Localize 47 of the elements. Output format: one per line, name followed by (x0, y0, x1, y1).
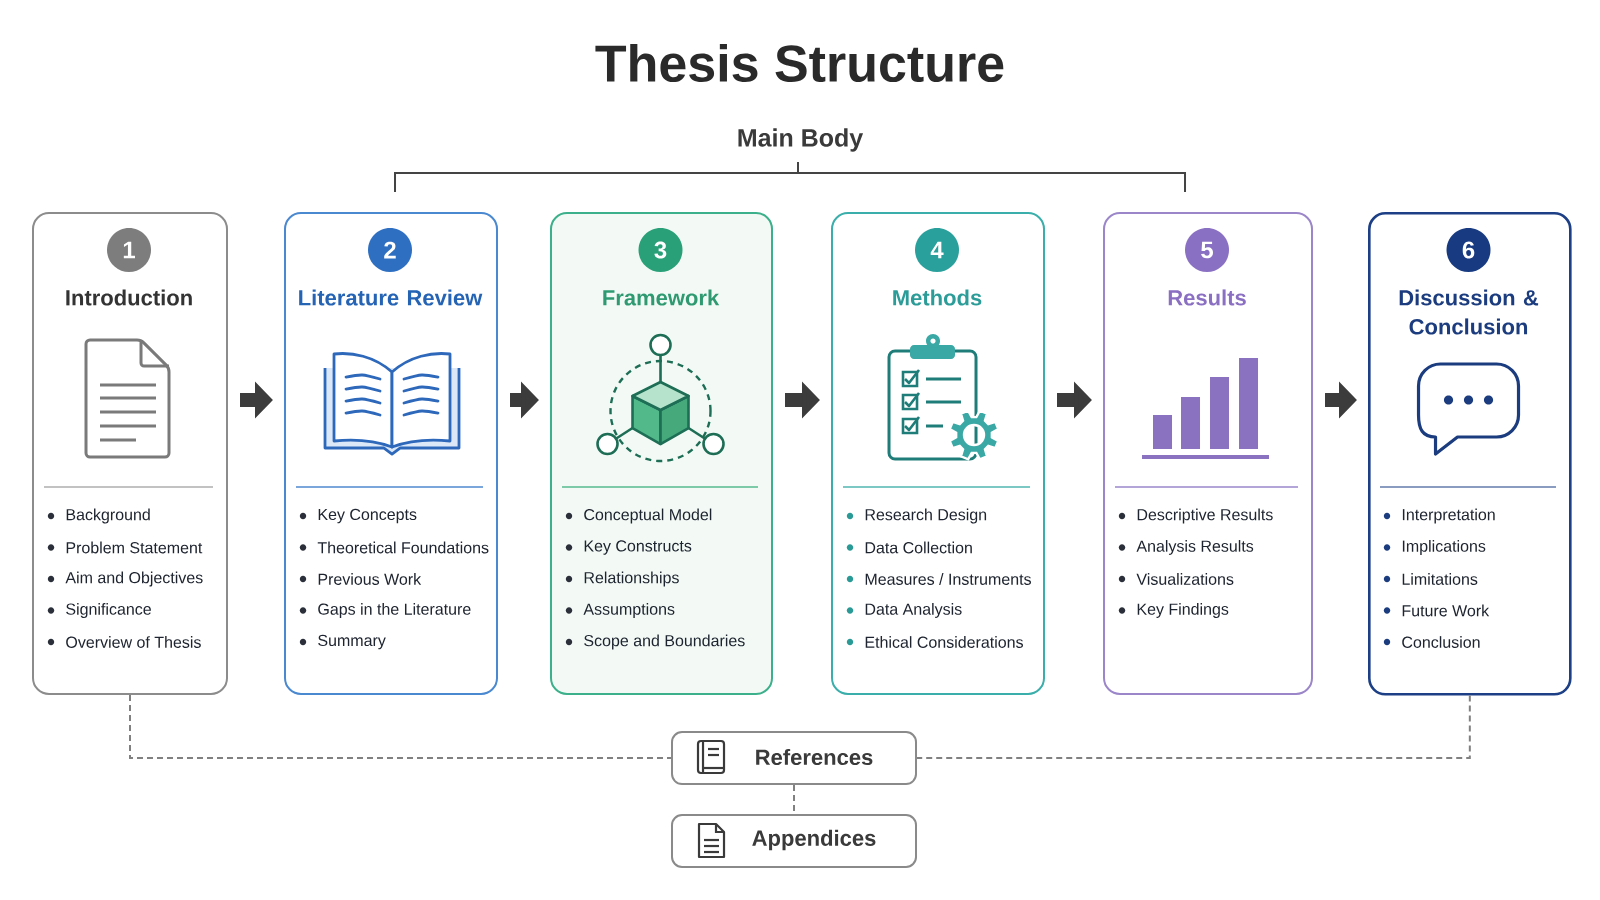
number-badge: 3 (638, 228, 683, 272)
title: Thesis Structure (595, 43, 1004, 83)
card-heading: Discussion & Conclusion (1399, 289, 1539, 335)
list-item: Problem Statement (66, 541, 203, 554)
section-box: References (671, 731, 917, 785)
list-item: Overview of Thesis (66, 636, 201, 648)
card-heading: Framework (603, 289, 720, 306)
dashed-line (129, 694, 672, 759)
list-item: Background (66, 508, 150, 524)
list-item: Significance (66, 603, 151, 618)
list-item: Data Analysis (865, 603, 962, 618)
list-item: Analysis Results (1136, 540, 1254, 555)
card-heading: Literature Review (299, 289, 483, 306)
card-heading: Methods (893, 289, 982, 306)
list-item: Aim and Objectives (65, 571, 203, 587)
list-item: Research Design (865, 508, 987, 524)
list-item: Future Work (1402, 604, 1490, 617)
number-badge: 4 (915, 228, 959, 272)
list-item: Key Findings (1137, 603, 1229, 618)
number-badge: 2 (368, 228, 412, 272)
list-item: Assumptions (583, 603, 675, 618)
list-item: Key Constructs (584, 540, 692, 555)
list-item: Ethical Considerations (865, 636, 1023, 648)
list-item: Limitations (1402, 573, 1478, 585)
list-item: Descriptive Results (1137, 508, 1273, 524)
list-item: Conceptual Model (584, 508, 712, 524)
list-item: Gaps in the Literature (318, 603, 471, 618)
list-item: Theoretical Foundations (317, 541, 489, 554)
dashed-line (916, 694, 1471, 759)
section-box: Appendices (671, 814, 917, 868)
list-item: Visualizations (1136, 573, 1234, 585)
card-heading: Results (1168, 289, 1246, 306)
group-label: Main Body (738, 128, 864, 152)
list-item: Summary (318, 634, 386, 650)
list-item: Relationships (584, 571, 679, 587)
list-item: Conclusion (1402, 636, 1480, 648)
list-item: Previous Work (318, 573, 422, 585)
number-badge: 5 (1185, 228, 1229, 272)
list-item: Key Concepts (318, 508, 417, 524)
list-item: Implications (1402, 540, 1486, 555)
list-item: Interpretation (1402, 508, 1495, 524)
list-item: Data Collection (865, 541, 972, 554)
list-item: Measures / Instruments (865, 573, 1031, 585)
number-badge: 1 (107, 228, 151, 272)
list-item: Scope and Boundaries (584, 634, 745, 650)
number-badge: 6 (1446, 228, 1491, 272)
card-heading: Introduction (66, 289, 192, 306)
